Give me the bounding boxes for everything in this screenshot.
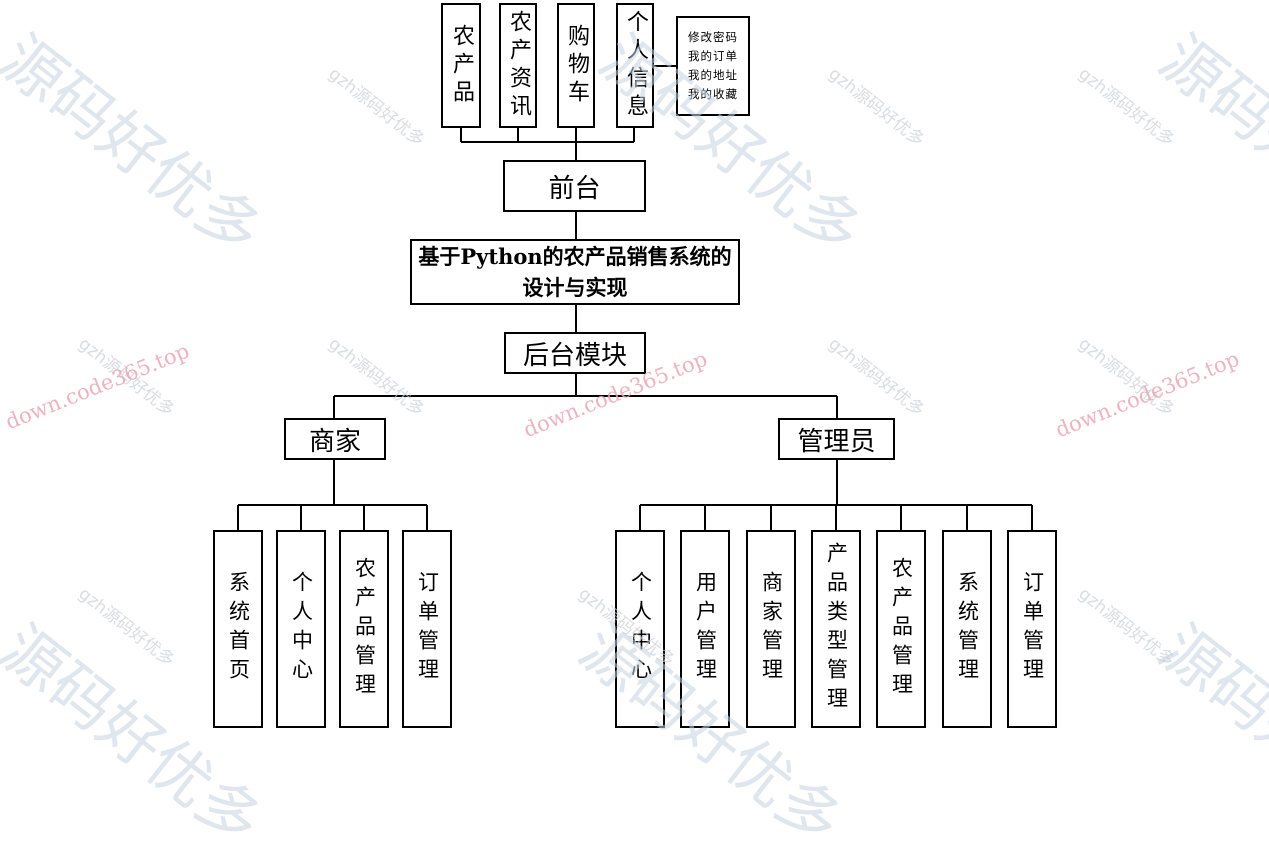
admin-node: 管理员	[778, 418, 895, 460]
sub-item-change-password: 修改密码	[688, 30, 738, 44]
admin-item-profile: 个人中心	[615, 530, 665, 728]
merchant-item-home: 系统首页	[213, 530, 263, 728]
admin-item-user-mgmt: 用户管理	[680, 530, 730, 728]
merchant-item-produce-mgmt: 农产品管理	[339, 530, 389, 728]
admin-item-produce-mgmt: 农产品管理	[876, 530, 926, 728]
admin-item-merchant-mgmt: 商家管理	[746, 530, 796, 728]
merchant-node: 商家	[284, 418, 386, 460]
admin-item-order-mgmt: 订单管理	[1007, 530, 1057, 728]
root-node: 基于Python的农产品销售系统的设计与实现	[410, 239, 740, 305]
back-node: 后台模块	[504, 332, 646, 374]
admin-item-system-mgmt: 系统管理	[942, 530, 992, 728]
front-node: 前台	[503, 160, 646, 212]
front-item-personal-info: 个人信息	[616, 3, 654, 128]
sub-item-my-orders: 我的订单	[688, 49, 738, 63]
merchant-item-order-mgmt: 订单管理	[402, 530, 452, 728]
admin-item-category-mgmt: 产品类型管理	[811, 530, 861, 728]
sub-item-my-favorites: 我的收藏	[688, 87, 738, 101]
merchant-item-profile: 个人中心	[276, 530, 326, 728]
sub-item-my-address: 我的地址	[688, 68, 738, 82]
front-item-cart: 购物车	[557, 3, 595, 128]
personal-info-sub-box: 修改密码 我的订单 我的地址 我的收藏	[676, 16, 750, 116]
front-item-news: 农产资讯	[499, 3, 537, 128]
connector-lines	[237, 65, 1033, 530]
front-item-produce: 农产品	[441, 3, 481, 128]
